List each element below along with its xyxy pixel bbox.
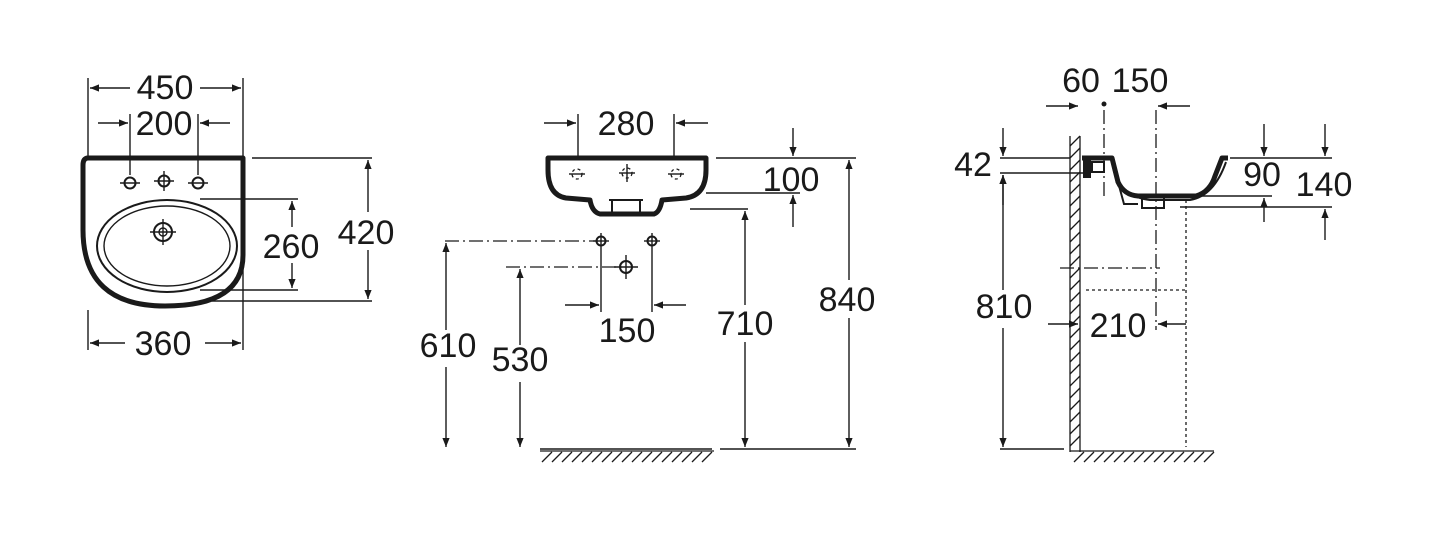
- dim-label-90: 90: [1243, 156, 1281, 194]
- dim-label-42: 42: [954, 146, 992, 184]
- dim-label-210: 210: [1090, 307, 1147, 345]
- dim-label-360: 360: [135, 325, 192, 363]
- bowl-inner: [103, 205, 231, 287]
- floor-hatch: [1070, 450, 1215, 463]
- dim-label-60: 60: [1062, 62, 1100, 100]
- dim-label-260: 260: [263, 228, 320, 266]
- dim-label-810: 810: [976, 288, 1033, 326]
- dim-label-530: 530: [492, 341, 549, 379]
- dim-label-280: 280: [598, 105, 655, 143]
- dim-label-150: 150: [599, 312, 656, 350]
- wall-hatch: [1069, 135, 1081, 452]
- basin-profile: [545, 155, 709, 217]
- dim-label-420: 420: [338, 214, 395, 252]
- dim-label-140: 140: [1296, 166, 1353, 204]
- dim-label-450: 450: [137, 69, 194, 107]
- floor-hatch: [540, 450, 714, 463]
- waste-outlet: [1141, 198, 1165, 209]
- basin-outline: [80, 155, 246, 309]
- front-view: 450 200 420 260 360: [80, 69, 395, 363]
- tap-hole-icon: [569, 164, 684, 182]
- bracket: [1083, 160, 1091, 178]
- elevation-view: 280 100 840 710: [420, 105, 876, 463]
- dim-label-150: 150: [1112, 62, 1169, 100]
- dim-label-840: 840: [819, 281, 876, 319]
- supply-point-icon: [593, 233, 660, 249]
- waste-point-icon: [614, 255, 638, 279]
- bowl-outer: [96, 199, 238, 293]
- dim-label-100: 100: [763, 161, 820, 199]
- dim-label-200: 200: [136, 105, 193, 143]
- section-view: 60 150 42 810 210 90 140: [954, 62, 1353, 463]
- tap-hole-icon: [120, 171, 208, 191]
- dim-label-610: 610: [420, 327, 477, 365]
- dim-label-710: 710: [717, 305, 774, 343]
- drain-icon: [150, 219, 176, 245]
